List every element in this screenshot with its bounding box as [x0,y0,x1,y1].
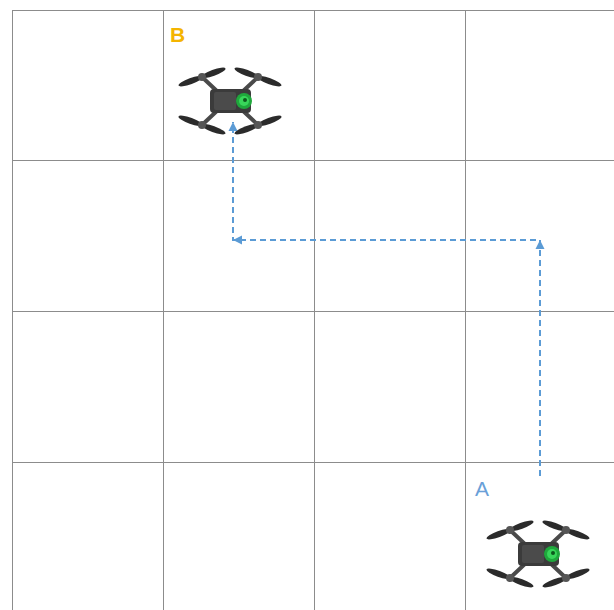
drone-position: B [168,22,298,122]
grid-line [314,10,315,610]
grid-line [12,10,13,610]
grid-line [163,10,164,610]
position-label: B [170,24,185,45]
dashed-path [233,122,540,476]
arrow-head [229,122,238,131]
position-label: A [475,478,489,499]
grid-line [12,160,614,161]
arrow-head [536,240,545,249]
grid-line [465,10,466,610]
grid-line [12,311,614,312]
drone-position: A [475,476,605,604]
drone-icon [485,519,590,590]
flight-path [229,122,545,476]
arrow-head [233,236,242,245]
grid-line [12,462,614,463]
grid-line [12,10,614,11]
drone-icon [177,66,282,137]
